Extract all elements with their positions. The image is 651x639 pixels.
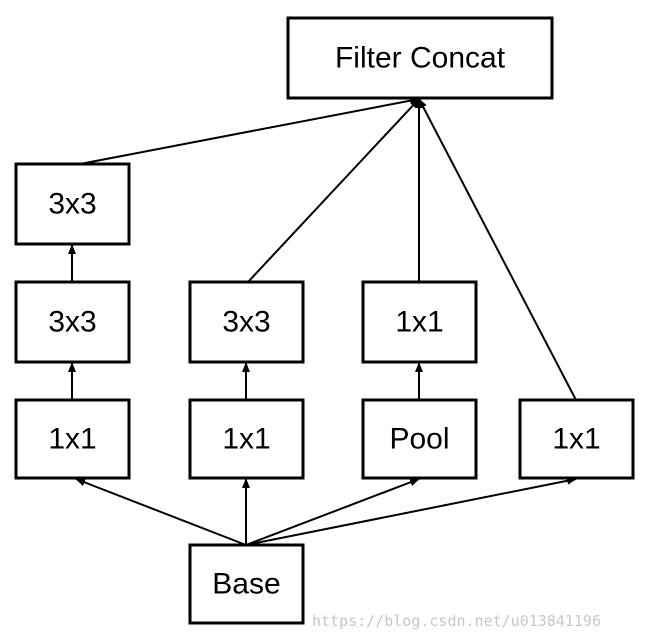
node-box-b1-3x3-mid xyxy=(14,280,131,364)
node-label-b1-1x1: 1x1 xyxy=(48,423,96,456)
node-label-b2-1x1: 1x1 xyxy=(222,423,270,456)
edge-layer xyxy=(68,96,577,546)
node-b3-1x1: 1x1 xyxy=(361,280,478,364)
node-base: Base xyxy=(188,543,305,625)
watermark-text: https://blog.csdn.net/u013841196 xyxy=(312,612,601,630)
edge-b4-1x1-to-filter-concat xyxy=(418,98,577,401)
node-label-b4-1x1: 1x1 xyxy=(552,423,600,456)
edge-b2-3x3-to-filter-concat xyxy=(247,98,420,283)
node-label-b2-3x3: 3x3 xyxy=(222,306,270,339)
node-label-b3-pool: Pool xyxy=(389,423,449,456)
edge-base-to-b1-1x1 xyxy=(75,478,247,546)
node-label-base: Base xyxy=(212,568,280,601)
node-label-filter-concat: Filter Concat xyxy=(335,42,506,75)
node-b4-1x1: 1x1 xyxy=(518,398,635,480)
node-box-b1-3x3-top xyxy=(14,162,131,246)
node-box-b2-3x3 xyxy=(188,280,305,364)
node-b3-pool: Pool xyxy=(361,398,478,480)
node-b1-1x1: 1x1 xyxy=(14,398,131,480)
node-box-filter-concat xyxy=(286,16,554,100)
node-label-b3-1x1: 1x1 xyxy=(395,306,443,339)
node-box-base xyxy=(188,543,305,625)
node-b1-3x3-top: 3x3 xyxy=(14,162,131,246)
node-label-b1-3x3-mid: 3x3 xyxy=(48,306,96,339)
node-box-b1-1x1 xyxy=(14,398,131,480)
node-b1-3x3-mid: 3x3 xyxy=(14,280,131,364)
edge-base-to-b4-1x1 xyxy=(245,476,577,546)
node-filter-concat: Filter Concat xyxy=(286,16,554,100)
edge-b1-3x3-top-to-filter-concat xyxy=(79,96,420,165)
node-b2-1x1: 1x1 xyxy=(188,398,305,480)
node-b2-3x3: 3x3 xyxy=(188,280,305,364)
node-box-b4-1x1 xyxy=(518,398,635,480)
node-box-b3-1x1 xyxy=(361,280,478,364)
node-label-b1-3x3-top: 3x3 xyxy=(48,188,96,221)
node-box-b3-pool xyxy=(361,398,478,480)
edge-base-to-b3-pool xyxy=(245,478,420,546)
node-box-b2-1x1 xyxy=(188,398,305,480)
